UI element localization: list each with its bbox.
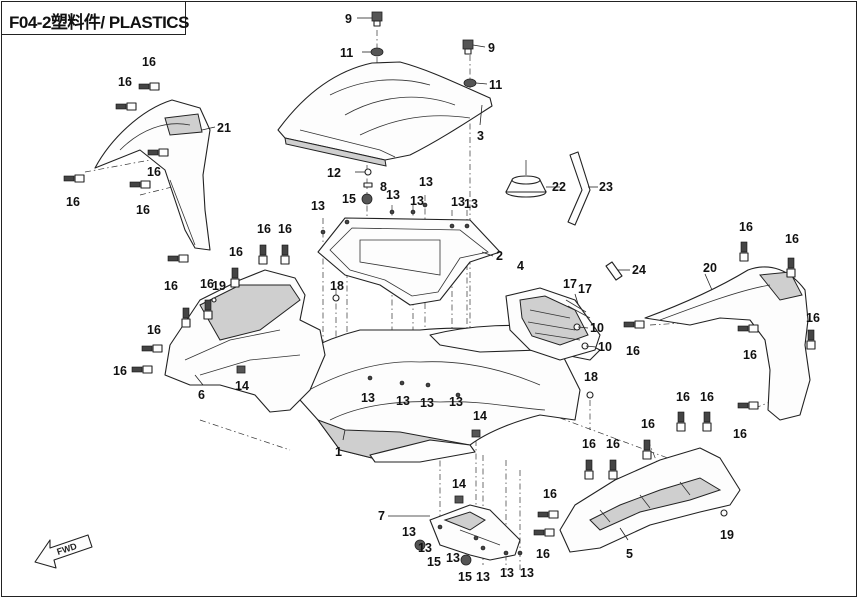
callout-23: 23 xyxy=(599,180,613,194)
callout-16: 16 xyxy=(626,344,640,358)
callout-11: 11 xyxy=(489,78,502,92)
callout-13: 13 xyxy=(500,566,514,580)
callout-16: 16 xyxy=(229,245,243,259)
callout-1: 1 xyxy=(335,445,342,459)
part-21-front-fender xyxy=(94,99,211,251)
diagram-title: F04-2塑料件/ PLASTICS xyxy=(9,13,189,32)
part-2-storage-tray xyxy=(317,217,501,306)
callout-15: 15 xyxy=(458,570,472,584)
callout-16: 16 xyxy=(739,220,753,234)
callout-22: 22 xyxy=(552,180,566,194)
title-box: F04-2塑料件/ PLASTICS xyxy=(1,1,189,35)
callout-16: 16 xyxy=(136,203,150,217)
callout-16: 16 xyxy=(113,364,127,378)
callout-4: 4 xyxy=(517,259,524,273)
callout-16: 16 xyxy=(536,547,550,561)
part-24-clip xyxy=(605,261,623,281)
callout-16: 16 xyxy=(200,277,214,291)
callout-20: 20 xyxy=(703,261,717,275)
callout-16: 16 xyxy=(606,437,620,451)
callout-17: 17 xyxy=(578,282,592,296)
callout-12: 12 xyxy=(327,166,341,180)
callout-16: 16 xyxy=(676,390,690,404)
callout-16: 16 xyxy=(785,232,799,246)
callout-13: 13 xyxy=(420,396,434,410)
callout-13: 13 xyxy=(451,195,465,209)
callout-labels: 9 11 9 11 3 21 16 16 16 16 16 12 8 15 13… xyxy=(66,12,820,584)
callout-17: 17 xyxy=(563,277,577,291)
callout-14: 14 xyxy=(235,379,249,393)
callout-19: 19 xyxy=(720,528,734,542)
callout-6: 6 xyxy=(198,388,205,402)
callout-16: 16 xyxy=(582,437,596,451)
part-7-bracket xyxy=(429,504,521,561)
callout-18: 18 xyxy=(584,370,598,384)
callout-13: 13 xyxy=(520,566,534,580)
fwd-arrow: FWD xyxy=(34,534,93,569)
part-20-rear-fender xyxy=(644,266,811,421)
part-6-left-footwell xyxy=(164,269,326,413)
callout-16: 16 xyxy=(278,222,292,236)
callout-2: 2 xyxy=(496,249,503,263)
callout-16: 16 xyxy=(142,55,156,69)
callout-15: 15 xyxy=(427,555,441,569)
callout-16: 16 xyxy=(743,348,757,362)
callout-13: 13 xyxy=(419,175,433,189)
callout-19: 19 xyxy=(212,279,226,293)
callout-18: 18 xyxy=(330,279,344,293)
part-5-right-footwell xyxy=(559,447,741,553)
callout-11: 11 xyxy=(340,46,353,60)
callout-13: 13 xyxy=(418,541,432,555)
callout-13: 13 xyxy=(449,395,463,409)
callout-3: 3 xyxy=(477,129,484,143)
callout-10: 10 xyxy=(598,340,612,354)
leader-lines xyxy=(194,17,713,541)
callout-9: 9 xyxy=(345,12,352,26)
callout-13: 13 xyxy=(476,570,490,584)
callout-16: 16 xyxy=(733,427,747,441)
callout-16: 16 xyxy=(806,311,820,325)
callout-13: 13 xyxy=(386,188,400,202)
callout-16: 16 xyxy=(147,165,161,179)
callout-16: 16 xyxy=(543,487,557,501)
callout-16: 16 xyxy=(164,279,178,293)
callout-13: 13 xyxy=(396,394,410,408)
callout-7: 7 xyxy=(378,509,385,523)
callout-16: 16 xyxy=(66,195,80,209)
callout-13: 13 xyxy=(446,551,460,565)
part-23-strap xyxy=(567,151,591,226)
part-4-rear-box xyxy=(505,287,601,361)
callout-14: 14 xyxy=(452,477,466,491)
callout-16: 16 xyxy=(147,323,161,337)
callout-21: 21 xyxy=(217,121,231,135)
callout-13: 13 xyxy=(464,197,478,211)
part-22-cone-cap xyxy=(505,160,547,198)
callout-13: 13 xyxy=(311,199,325,213)
part-3-seat-cover xyxy=(277,61,493,167)
callout-16: 16 xyxy=(641,417,655,431)
fasteners xyxy=(63,11,816,566)
callout-8: 8 xyxy=(380,180,387,194)
callout-24: 24 xyxy=(632,263,646,277)
callout-16: 16 xyxy=(118,75,132,89)
callout-15: 15 xyxy=(342,192,356,206)
callout-13: 13 xyxy=(402,525,416,539)
callout-14: 14 xyxy=(473,409,487,423)
callout-5: 5 xyxy=(626,547,633,561)
callout-13: 13 xyxy=(361,391,375,405)
callout-9: 9 xyxy=(488,41,495,55)
callout-16: 16 xyxy=(700,390,714,404)
callout-13: 13 xyxy=(410,194,424,208)
callout-16: 16 xyxy=(257,222,271,236)
callout-10: 10 xyxy=(590,321,604,335)
